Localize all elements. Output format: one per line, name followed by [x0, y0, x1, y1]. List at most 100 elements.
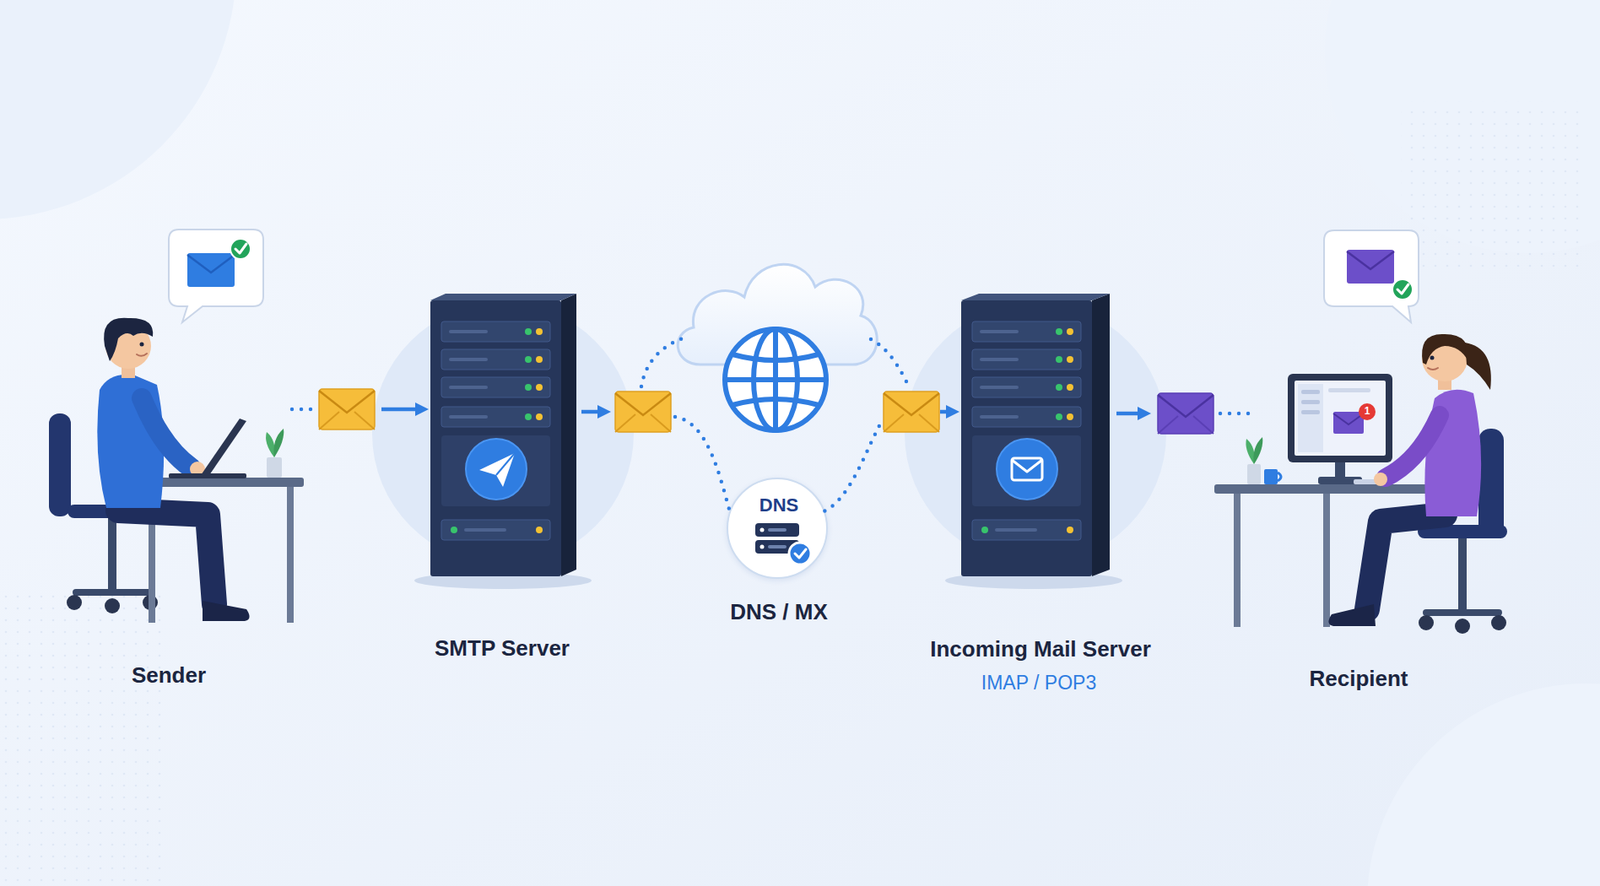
dns-server-icon	[755, 523, 811, 565]
server-rack-part	[450, 526, 458, 534]
notification-count: 1	[1364, 405, 1371, 417]
recipient-illustration-part	[1277, 472, 1282, 482]
server-rack-part	[979, 385, 1019, 390]
arrow-head	[597, 405, 611, 419]
envelope-icon-part	[1157, 416, 1214, 434]
backdrop-part	[1400, 101, 1587, 271]
dns-circle: DNSDNS / MX	[726, 477, 828, 579]
arrow-line	[1116, 411, 1140, 417]
envelope-icon	[318, 389, 375, 430]
recipient-illustration-part	[1418, 615, 1434, 631]
dotted-path-part	[870, 339, 910, 389]
recipient-figure: Recipient	[1259, 320, 1519, 629]
node-label: Incoming Mail Server	[929, 637, 1152, 662]
envelope-icon-part	[615, 414, 671, 433]
sender-illustration-part	[48, 413, 71, 517]
server-rack-part	[994, 528, 1038, 532]
recipient-illustration-part	[1253, 437, 1263, 465]
recipient-illustration-part	[1426, 609, 1499, 617]
envelope-icon-part	[883, 414, 940, 433]
speech-bubble-part	[1397, 284, 1409, 294]
recipient-illustration-part	[1458, 538, 1467, 611]
server-rack-part	[1055, 413, 1063, 421]
sender-illustration-part	[108, 518, 117, 590]
server-rack-part	[961, 293, 1110, 301]
recipient-illustration-part	[1264, 469, 1278, 485]
dns-server-icon-part	[760, 545, 765, 550]
recipient-illustration-part	[1247, 464, 1261, 485]
speech-bubble-part	[1392, 279, 1413, 300]
sender-illustration-part	[202, 600, 250, 622]
globe-icon-part	[732, 354, 819, 361]
speech-bubble-part	[235, 243, 247, 254]
globe-icon-part	[724, 377, 827, 383]
speech-bubble-part	[187, 254, 235, 273]
sender-illustration-part	[199, 418, 247, 478]
server-rack-part	[524, 356, 532, 363]
sender-illustration-part	[286, 486, 294, 623]
server-rack-part	[535, 328, 543, 336]
server-rack-part	[981, 526, 989, 534]
recipient-illustration-part	[1297, 383, 1324, 453]
server-rack-part	[535, 526, 543, 534]
sender-illustration-part	[104, 598, 120, 614]
server-rack-part	[430, 293, 577, 301]
envelope-icon	[883, 391, 940, 433]
protocol-label: IMAP / POP3	[981, 672, 1097, 694]
recipient-illustration-part	[1491, 615, 1507, 631]
arrow-head	[945, 405, 960, 419]
recipient-illustration-part	[1454, 618, 1471, 634]
node-label: SMTP Server	[434, 636, 570, 661]
connector	[824, 405, 960, 511]
server-rack-part	[430, 300, 562, 577]
recipient-illustration-part	[1245, 438, 1255, 465]
server-rack-part	[1066, 526, 1074, 534]
arrow-line	[940, 410, 948, 415]
recipient-illustration-part	[1333, 413, 1364, 425]
server-rack-part	[996, 438, 1058, 500]
sender-illustration-part	[266, 457, 282, 478]
recipient-illustration-part	[1421, 334, 1469, 365]
server-rack-part	[972, 377, 1082, 398]
server-rack-part	[448, 415, 488, 419]
speech-bubble-part	[230, 238, 251, 260]
server-rack-part	[1055, 356, 1063, 363]
server-rack-part	[441, 435, 551, 507]
arrow-head	[415, 402, 429, 417]
envelope-icon-part	[615, 391, 671, 433]
server-rack-part	[1011, 458, 1043, 481]
arrow-head	[1137, 406, 1152, 421]
dns-server-icon-part	[767, 528, 787, 532]
server-rack-part	[465, 438, 527, 500]
dns-server-icon-part	[755, 523, 800, 537]
dns-server-icon-part	[789, 542, 811, 565]
sender-illustration-part	[66, 594, 82, 611]
recipient-illustration-part	[1214, 484, 1436, 494]
backdrop-part	[0, 590, 169, 886]
sender-illustration-part	[136, 353, 147, 357]
server-rack-part	[524, 328, 532, 336]
sender-figure: Sender	[45, 321, 291, 623]
globe-icon	[724, 329, 827, 431]
arrow-line	[381, 407, 417, 412]
server-rack-part	[972, 321, 1082, 342]
server-rack-part	[1055, 383, 1063, 391]
dotted-line	[291, 407, 314, 412]
server-rack	[414, 293, 592, 590]
recipient-illustration-part	[1373, 472, 1388, 487]
recipient-illustration-part	[1335, 462, 1346, 478]
dns-server-icon-part	[760, 528, 765, 533]
server-rack-part	[1066, 383, 1074, 391]
connector	[291, 402, 429, 417]
recipient-illustration-part	[1287, 373, 1393, 463]
server-rack-part	[448, 357, 488, 362]
server-rack-part	[535, 356, 543, 363]
server-rack-part	[972, 349, 1082, 370]
sender-illustration-part	[118, 510, 215, 605]
server-rack-part	[441, 519, 551, 541]
recipient-illustration-part	[1464, 342, 1492, 390]
dns-server-icon-part	[767, 545, 787, 549]
